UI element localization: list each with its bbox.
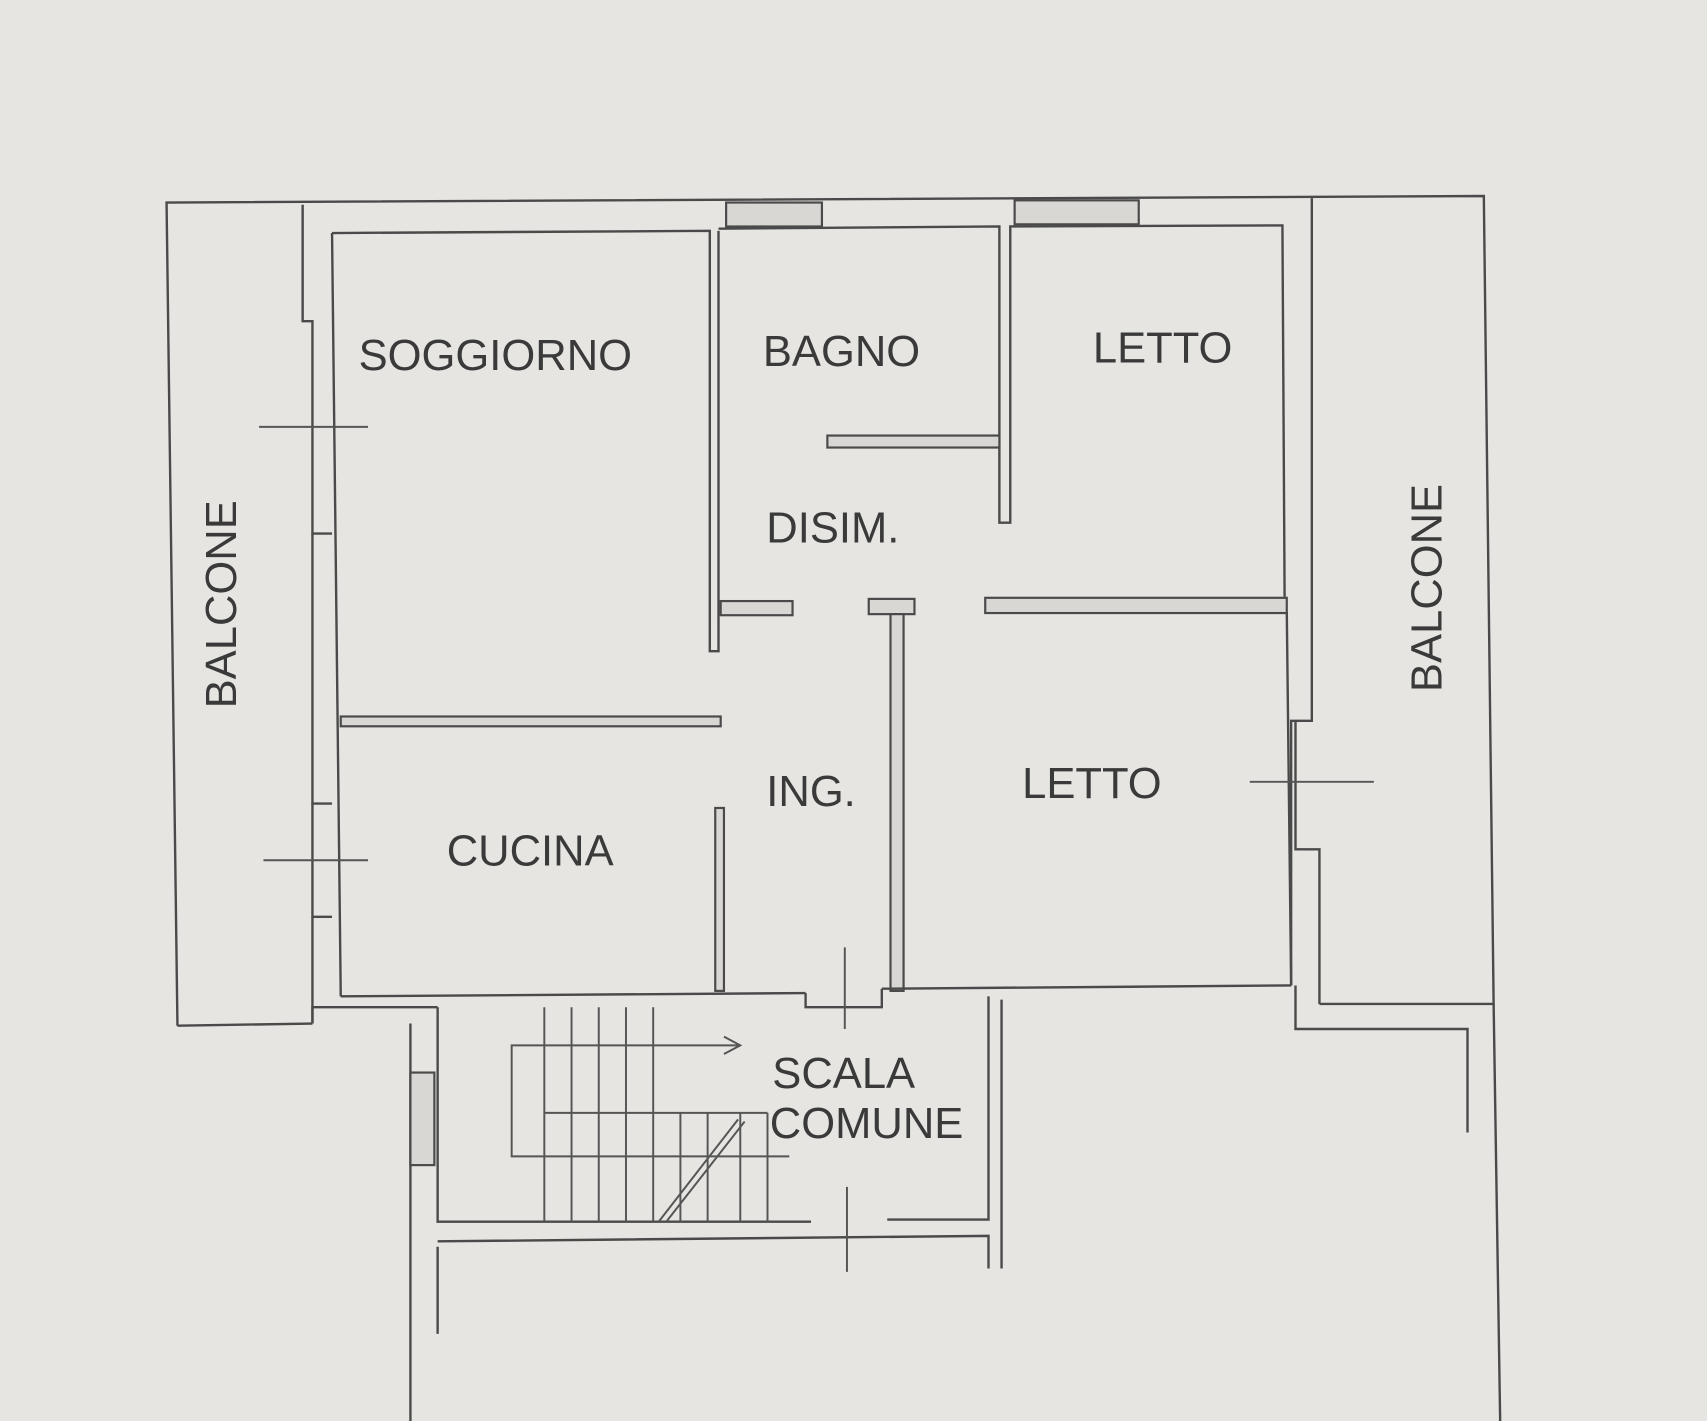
- room-label-cucina: CUCINA: [447, 828, 614, 876]
- room-label-letto-1: LETTO: [1093, 325, 1233, 373]
- room-label-disimpegno: DISIM.: [766, 504, 899, 552]
- room-label-balcone-left: BALCONE: [198, 500, 246, 708]
- room-label-bagno: BAGNO: [763, 328, 920, 376]
- staircase: [510, 1007, 790, 1223]
- room-label-balcone-right: BALCONE: [1403, 484, 1451, 692]
- exterior-outline: [165, 194, 1495, 1027]
- walls: [301, 198, 1502, 1421]
- arrow-up-icon: [723, 1035, 743, 1055]
- door-markers: [259, 425, 1374, 1272]
- room-label-comune: COMUNE: [770, 1100, 964, 1148]
- room-label-soggiorno: SOGGIORNO: [359, 332, 632, 380]
- room-label-letto-2: LETTO: [1022, 760, 1162, 808]
- room-label-scala: SCALA: [772, 1050, 915, 1098]
- room-label-ingresso: ING.: [766, 768, 856, 816]
